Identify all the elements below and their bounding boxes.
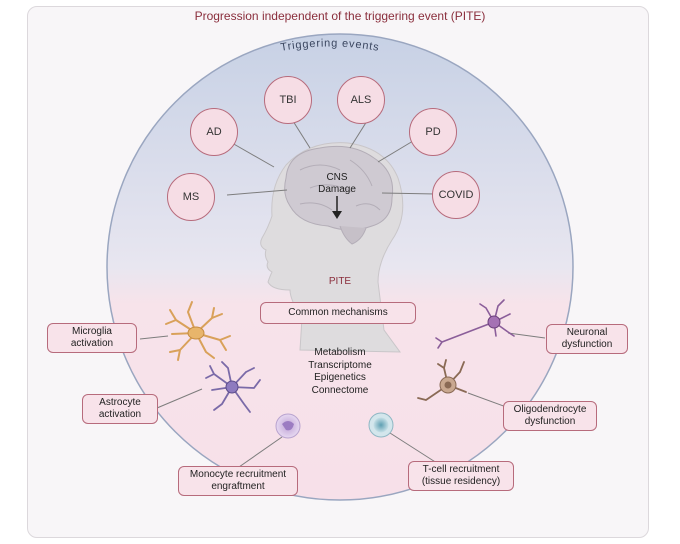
microglia-activation-box: Microglia activation — [47, 323, 137, 353]
microglia-cell-icon — [165, 301, 231, 361]
box-line: dysfunction — [561, 339, 613, 350]
brain-icon — [284, 145, 394, 245]
mechanism-item: Metabolism — [314, 347, 366, 358]
box-line: activation — [98, 409, 142, 420]
neuron-cell-icon — [435, 299, 515, 349]
box-line: engraftment — [211, 481, 265, 492]
box-line: Microglia — [71, 326, 112, 337]
monocyte-cell-icon — [275, 413, 301, 439]
box-line: dysfunction — [524, 416, 576, 427]
astrocyte-cell-icon — [205, 361, 261, 413]
trigger-covid: COVID — [432, 171, 480, 219]
trigger-als: ALS — [337, 76, 385, 124]
mechanism-item: Transcriptome — [308, 359, 372, 371]
figure-title: Progression independent of the triggerin… — [194, 9, 486, 23]
pite-label: PITE — [328, 276, 352, 287]
damage-arrow — [332, 196, 342, 219]
cns-text: CNS — [326, 172, 348, 183]
trigger-pd: PD — [409, 108, 457, 156]
mechanisms-list: Metabolism Transcriptome Epigenetics Con… — [290, 347, 390, 397]
box-line: Astrocyte — [99, 397, 141, 408]
oligodendrocyte-cell-icon — [417, 359, 467, 401]
mechanism-item: Connectome — [311, 384, 369, 396]
box-line: Neuronal — [566, 327, 608, 338]
mechanism-item: Epigenetics — [314, 372, 366, 383]
box-line: Monocyte recruitment — [189, 469, 287, 480]
t-cell-icon — [368, 412, 394, 438]
astrocyte-activation-box: Astrocyte activation — [82, 394, 158, 424]
box-line: activation — [70, 338, 114, 349]
triggering-events-label: Triggering events — [280, 37, 381, 53]
oligodendrocyte-dysfunction-box: Oligodendrocyte dysfunction — [503, 401, 597, 431]
trigger-ad: AD — [190, 108, 238, 156]
box-line: T-cell recruitment — [422, 464, 500, 475]
box-line: Oligodendrocyte — [513, 404, 587, 415]
box-line: (tissue residency) — [421, 476, 501, 487]
common-mechanisms-box: Common mechanisms — [260, 302, 416, 324]
connector-lines — [139, 120, 546, 468]
trigger-ms: MS — [167, 173, 215, 221]
t-cell-recruitment-box: T-cell recruitment (tissue residency) — [408, 461, 514, 491]
neuronal-dysfunction-box: Neuronal dysfunction — [546, 324, 628, 354]
trigger-tbi: TBI — [264, 76, 312, 124]
damage-text: Damage — [318, 184, 356, 195]
monocyte-recruitment-box: Monocyte recruitment engraftment — [178, 466, 298, 496]
cns-damage-label: CNS Damage — [300, 172, 374, 196]
